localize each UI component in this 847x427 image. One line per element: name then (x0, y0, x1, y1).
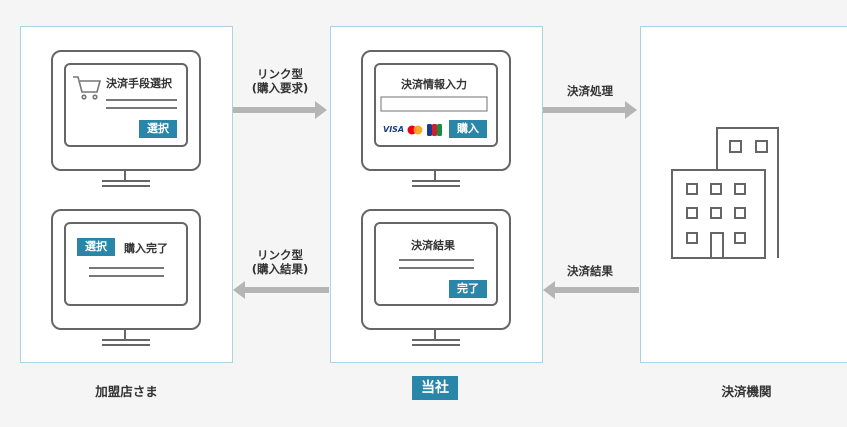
arrow-result (543, 281, 639, 299)
merchant-caption: 加盟店さま (95, 384, 158, 399)
select-method-title: 決済手段選択 (106, 77, 172, 90)
jcb-icon (427, 124, 442, 136)
link-result-line2: (購入結果) (251, 262, 309, 276)
monitor-company-bottom (361, 209, 511, 346)
link-result-label: リンク型 (購入結果) (238, 248, 322, 276)
link-purchase-line1: リンク型 (257, 67, 303, 81)
cart-icon (73, 76, 102, 100)
payment-result-title: 決済結果 (411, 239, 455, 252)
complete-button[interactable]: 完了 (449, 280, 487, 298)
monitor-company-top (361, 50, 511, 187)
purchase-done-title: 購入完了 (124, 242, 168, 255)
company-caption: 当社 (412, 376, 458, 400)
arrow-process (543, 101, 637, 119)
monitor-merchant-top (51, 50, 201, 187)
link-purchase-label: リンク型 (購入要求) (238, 67, 322, 95)
result-label: 決済結果 (567, 264, 613, 278)
visa-logo: VISA (383, 125, 405, 134)
arrow-link-purchase (233, 101, 327, 119)
mastercard-icon (407, 125, 423, 135)
payment-input-field (380, 96, 488, 112)
link-purchase-line2: (購入要求) (251, 81, 309, 95)
select-button[interactable]: 選択 (139, 120, 177, 138)
arrow-link-result (233, 281, 329, 299)
link-result-line1: リンク型 (257, 248, 303, 262)
process-label: 決済処理 (567, 84, 613, 98)
monitor-merchant-bottom (51, 209, 201, 346)
purchase-button[interactable]: 購入 (449, 120, 487, 138)
payment-input-title: 決済情報入力 (401, 78, 467, 91)
building-icon (671, 127, 779, 259)
processor-caption: 決済機関 (721, 384, 772, 399)
select-badge: 選択 (77, 238, 115, 256)
